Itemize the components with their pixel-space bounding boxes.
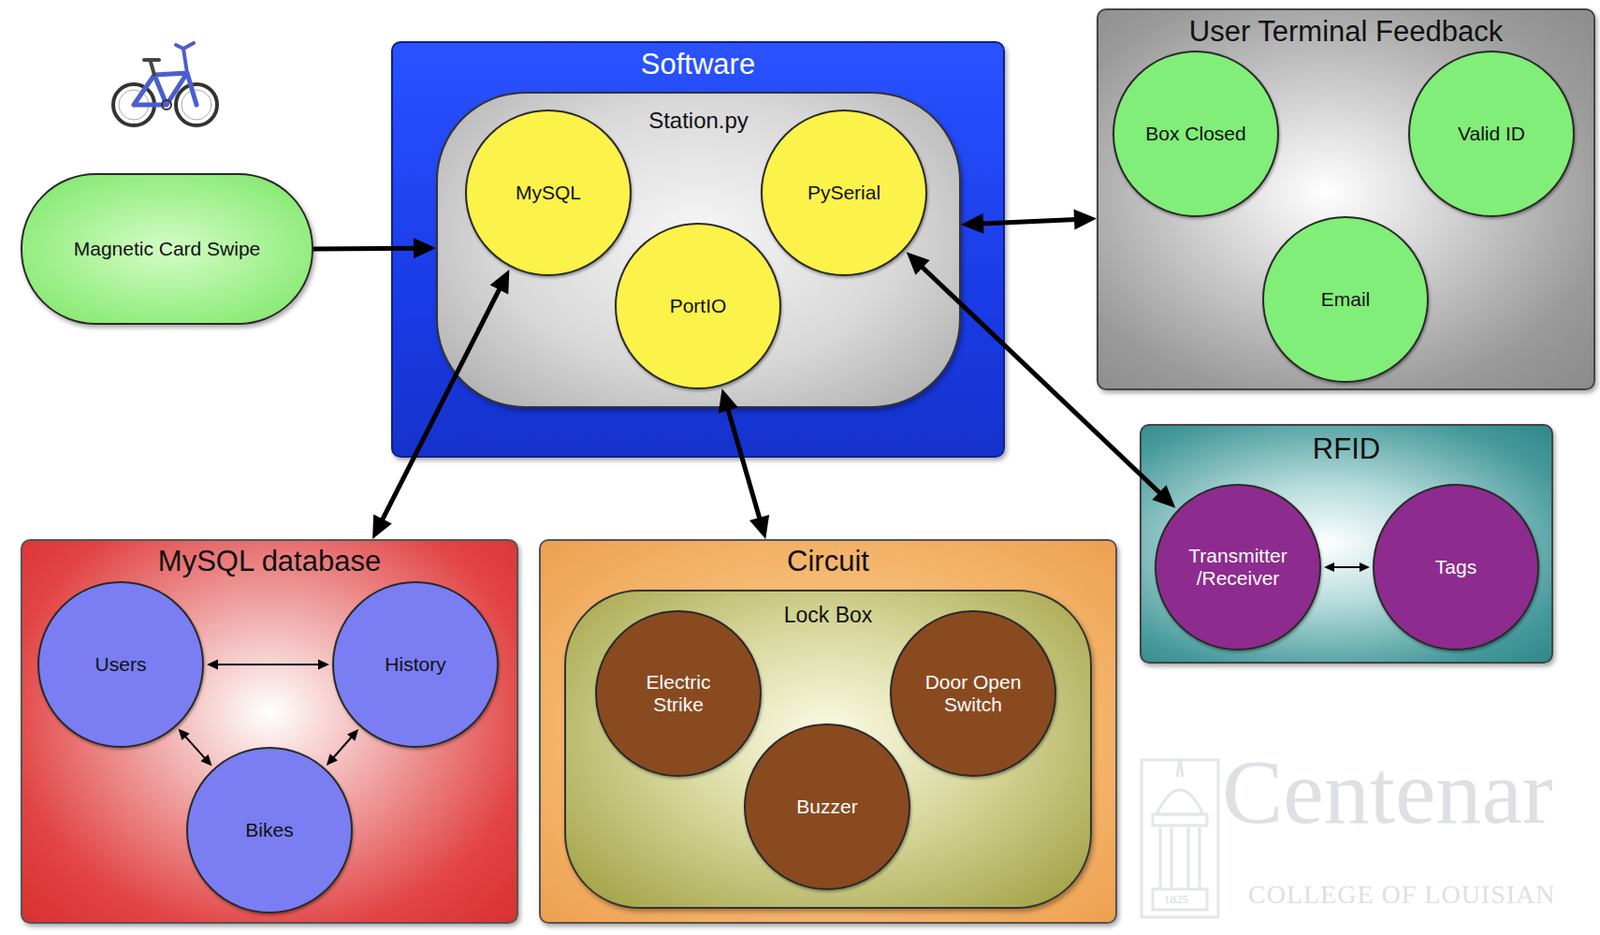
feedback-circle: Email [1262, 216, 1429, 383]
connector-line [981, 218, 1077, 224]
connector-arrow [718, 388, 770, 539]
connector-arrow [960, 208, 1097, 233]
arrow-head [906, 251, 931, 276]
circle-label: Tags [1435, 555, 1477, 579]
circle-label: Buzzer [796, 795, 858, 818]
arrow-head [1151, 484, 1176, 509]
arrow-head [960, 213, 984, 234]
box-title: Station.py [648, 107, 749, 134]
connector-arrow [177, 727, 212, 766]
arrow-head [490, 269, 510, 294]
circle-label: Transmitter /Receiver [1167, 544, 1309, 590]
bicycle-illustration [113, 43, 218, 126]
arrow-head [413, 237, 437, 259]
arrow-head [1359, 562, 1370, 572]
rfid-circle: Transmitter /Receiver [1154, 483, 1322, 651]
connector-line [1332, 566, 1362, 568]
box-title: RFID [1312, 432, 1381, 466]
input-terminal: Magnetic Card Swipe [20, 173, 314, 325]
module-box: Station.pyMySQL PySerialPortIO [436, 91, 961, 408]
connector-line [184, 735, 206, 759]
circle-label: PySerial [807, 181, 881, 204]
rfid-circle: Tags [1372, 483, 1540, 651]
feedback-circle: Valid ID [1408, 50, 1575, 218]
table-circle: Users [37, 581, 204, 748]
group-box: SoftwareStation.pyMySQL PySerialPortIO [391, 41, 1005, 458]
circle-label: Email [1321, 288, 1371, 311]
circle-label: Door Open Switch [912, 670, 1034, 716]
group-box: MySQL databaseUsers HistoryBikes [20, 538, 519, 924]
arrow-head [749, 514, 770, 539]
connector-arrow [326, 728, 359, 766]
connector-line [727, 407, 760, 519]
connector-line [381, 288, 500, 522]
device-circle: Door Open Switch [889, 610, 1057, 777]
component-circle: PortIO [614, 222, 782, 390]
component-circle: PySerial [760, 109, 928, 277]
circle-label: Valid ID [1457, 122, 1526, 146]
connector-line [216, 663, 320, 666]
connector-arrow [906, 251, 1177, 508]
circle-label: Electric Strike [626, 670, 730, 716]
connector-arrow [313, 237, 437, 259]
circle-label: PortIO [669, 294, 728, 318]
table-circle: History [332, 581, 499, 748]
circle-label: MySQL [515, 181, 582, 204]
arrow-head [1074, 208, 1097, 230]
box-title: MySQL database [158, 544, 381, 579]
connector-arrow [206, 659, 330, 670]
device-circle: Buzzer [743, 723, 911, 890]
connector-arrow [372, 269, 510, 539]
circle-label: Users [95, 653, 147, 676]
arrow-head [206, 659, 219, 670]
arrow-head [372, 514, 393, 539]
circle-label: Bikes [245, 818, 293, 842]
arrow-head [347, 728, 359, 742]
arrow-head [200, 754, 212, 767]
table-circle: Bikes [186, 746, 353, 914]
watermark-text: COLLEGE OF LOUISIAN [1248, 879, 1557, 910]
component-circle: MySQL [465, 109, 632, 277]
arrow-head [177, 727, 190, 741]
arrow-head [718, 388, 739, 413]
box-title: Magnetic Card Swipe [73, 237, 262, 261]
group-box: CircuitLock BoxElectric Strike Door Open … [538, 538, 1118, 924]
watermark-building [1141, 757, 1219, 917]
group-box: RFID Transmitter /Receiver Tags [1139, 423, 1554, 664]
watermark-year: 1825 [1163, 891, 1189, 907]
arrow-head [326, 753, 338, 766]
box-title: User Terminal Feedback [1189, 14, 1503, 49]
circle-label: History [384, 653, 446, 676]
arrow-head [318, 659, 330, 670]
box-title: Circuit [786, 544, 870, 579]
module-box: Lock BoxElectric Strike Door Open SwitchB… [564, 589, 1092, 909]
watermark-text: Centenar [1221, 739, 1554, 844]
device-circle: Electric Strike [595, 610, 762, 777]
connector-line [313, 246, 416, 252]
group-box: User Terminal FeedbackBox Closed Valid ID… [1096, 8, 1596, 391]
connector-line [921, 266, 1162, 495]
box-title: Lock Box [784, 602, 873, 627]
box-title: Software [640, 47, 756, 82]
connector-line [332, 736, 352, 759]
circle-label: Box Closed [1145, 122, 1246, 146]
arrow-head [1323, 562, 1335, 572]
feedback-circle: Box Closed [1112, 50, 1280, 218]
connector-arrow [1323, 562, 1370, 572]
